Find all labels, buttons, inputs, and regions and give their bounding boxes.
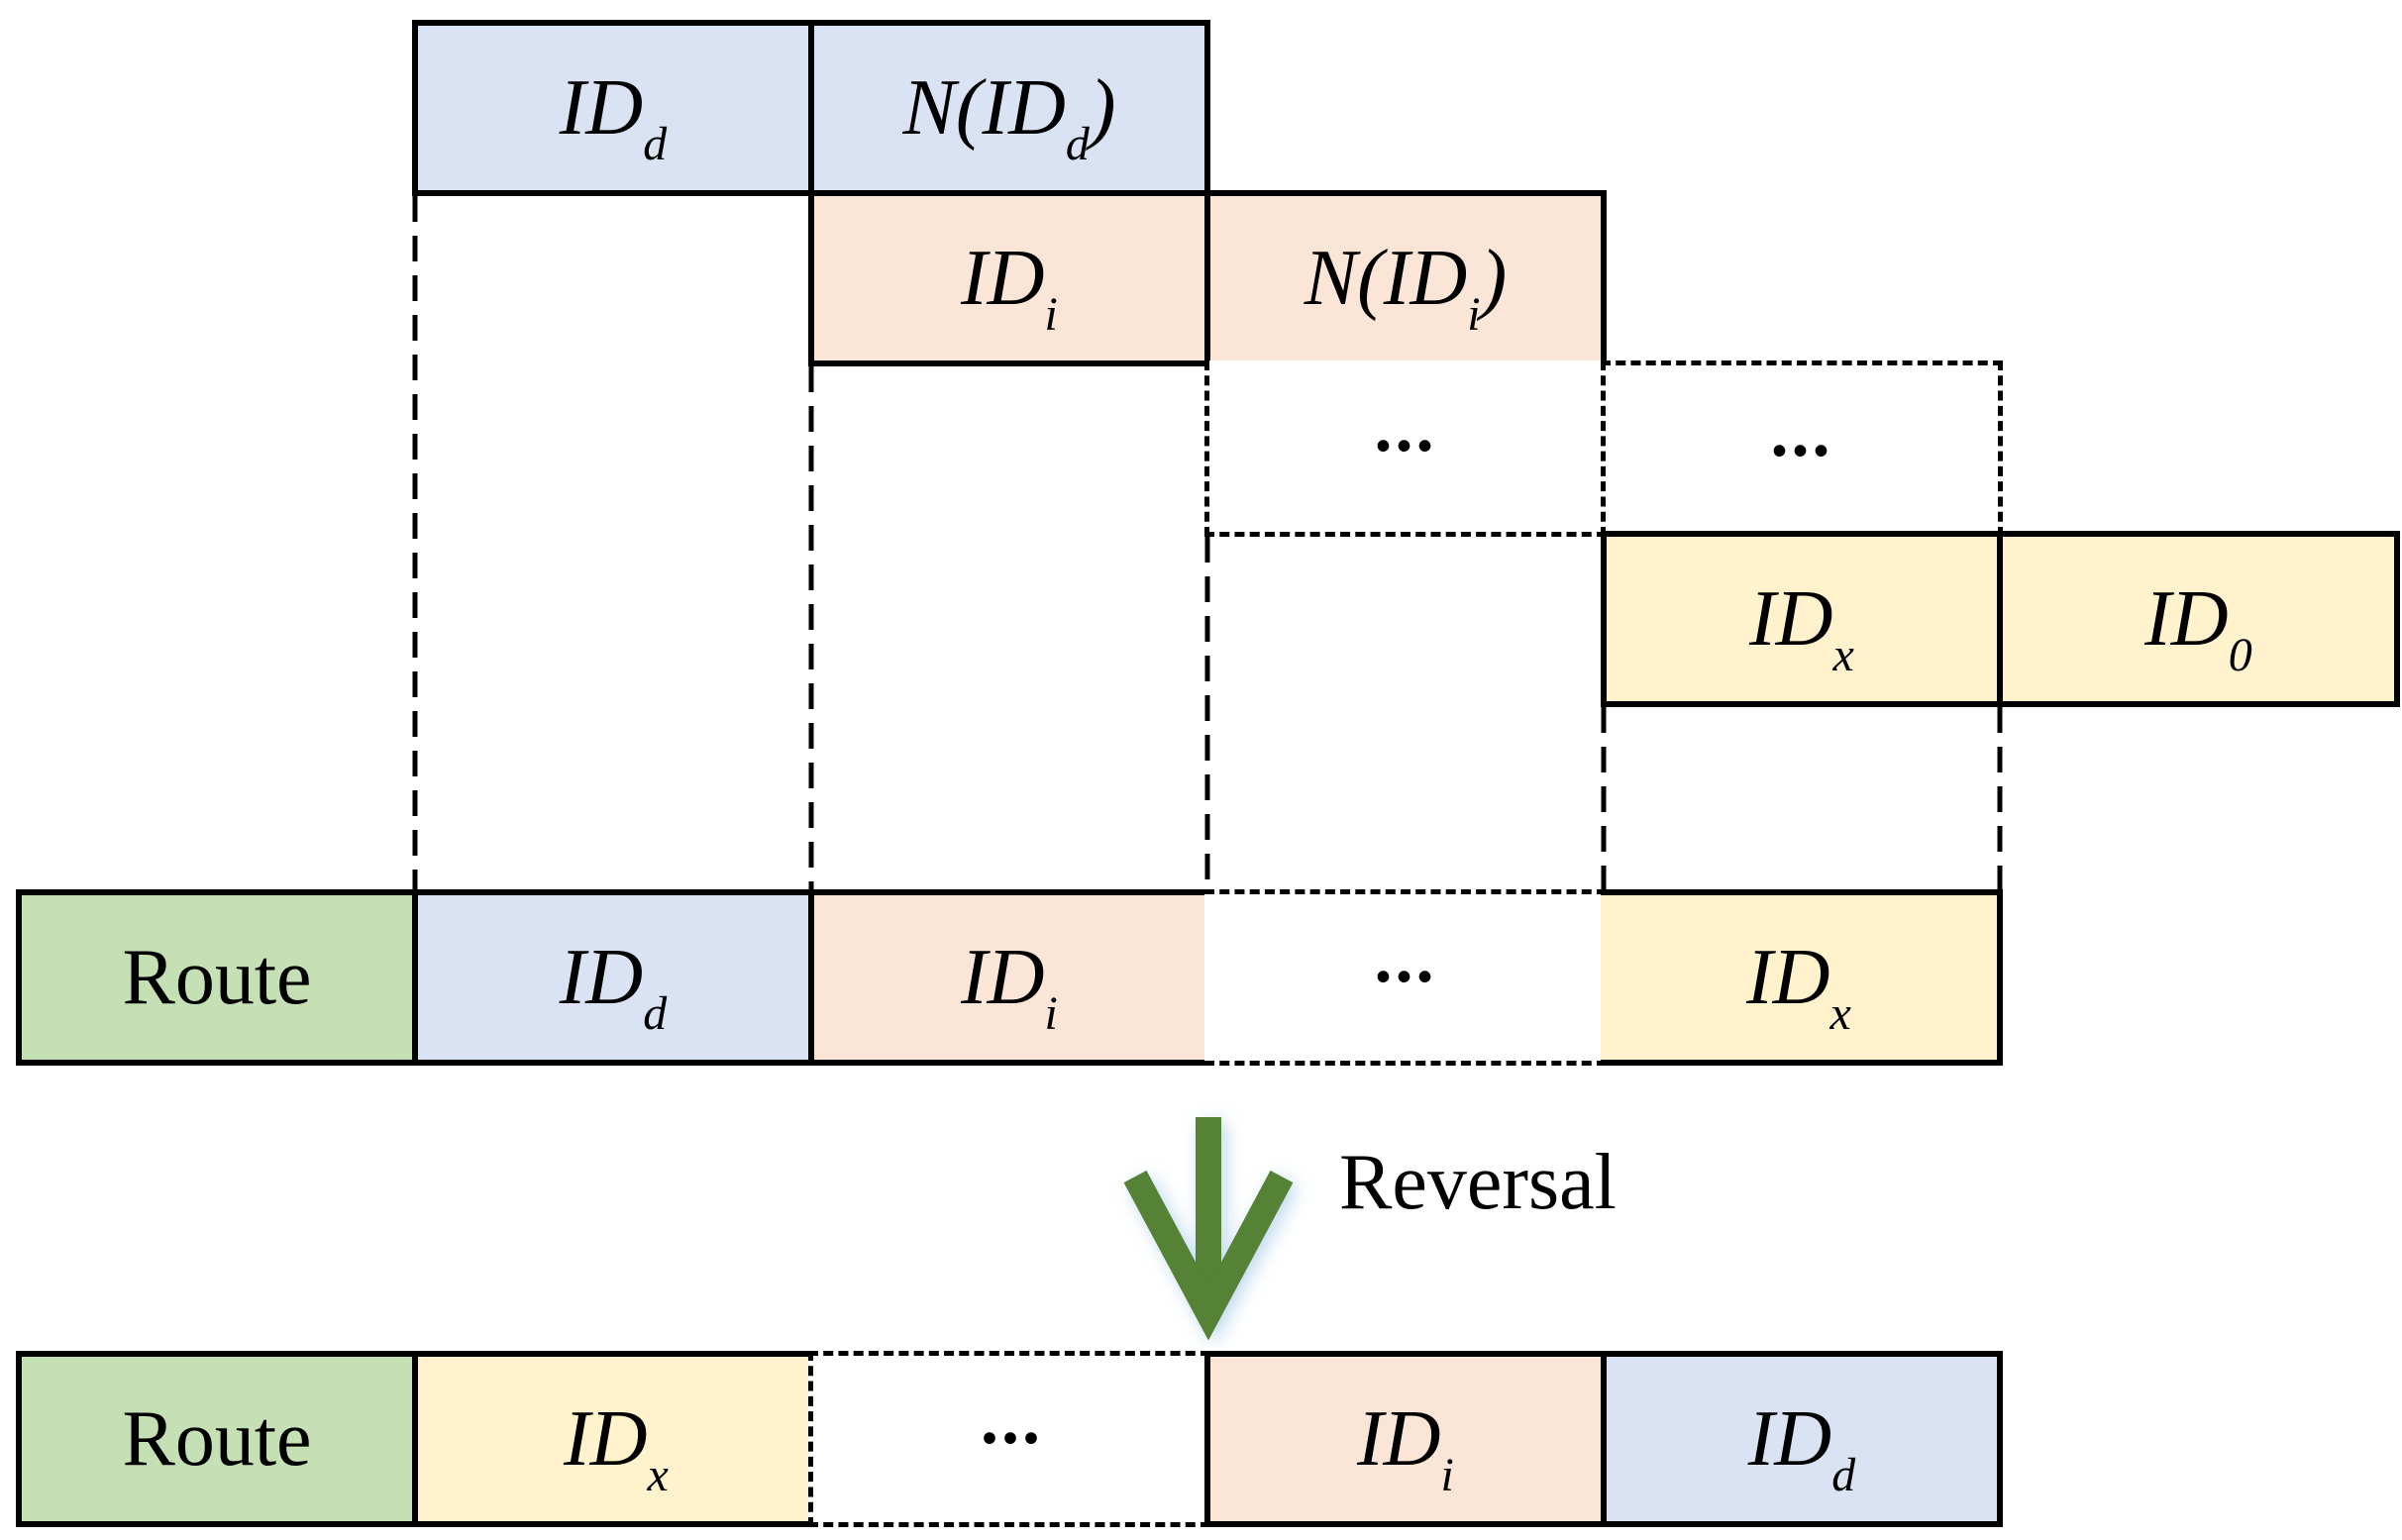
route-cell-id-x: IDx [1601, 889, 2003, 1066]
cell-label: ... [1374, 386, 1437, 466]
reversal-caption: Reversal [1339, 1139, 1617, 1226]
reversed-row-label: Route [16, 1351, 418, 1527]
cell-label: ... [981, 1380, 1043, 1459]
cell-id-i-header: IDi [808, 190, 1210, 366]
reversed-cell-id-d: IDd [1601, 1351, 2003, 1527]
cell-label: IDi [961, 235, 1058, 341]
cell-neighbors-of-id-i: N(IDi) [1204, 190, 1607, 366]
cell-label: IDd [1747, 1395, 1856, 1501]
cell-label: IDx [1746, 934, 1851, 1040]
cell-label: Route [122, 934, 312, 1021]
reversal-arrow-icon [1123, 1117, 1294, 1341]
cell-label: N(IDi) [1304, 235, 1508, 341]
cell-label: ... [1374, 918, 1437, 997]
cell-label: ID0 [2144, 575, 2252, 681]
route-cell-id-d: IDd [412, 889, 814, 1066]
cell-ellipsis-2: ... [1601, 360, 2003, 537]
cell-label: IDx [1749, 575, 1854, 681]
reversed-cell-ellipsis: ... [808, 1351, 1210, 1527]
reversed-cell-id-i: IDi [1204, 1351, 1607, 1527]
cell-label: IDx [564, 1395, 669, 1501]
cell-label: IDd [559, 934, 668, 1040]
cell-label: IDi [1357, 1395, 1454, 1501]
cell-label: ... [1770, 391, 1833, 471]
cell-label: IDd [559, 64, 668, 170]
cell-id-x-header: IDx [1601, 531, 2003, 707]
cell-id-d-header: IDd [412, 20, 814, 196]
reversed-cell-id-x: IDx [412, 1351, 814, 1527]
route-cell-ellipsis: ... [1204, 889, 1607, 1066]
route-cell-id-i: IDi [808, 889, 1210, 1066]
cell-label: Route [122, 1395, 312, 1483]
cell-neighbors-of-id-d: N(IDd) [808, 20, 1210, 196]
route-row-label: Route [16, 889, 418, 1066]
cell-ellipsis-1: ... [1204, 360, 1607, 537]
cell-id-0: ID0 [1997, 531, 2400, 707]
cell-label: IDi [961, 934, 1058, 1040]
cell-label: N(IDd) [902, 64, 1116, 170]
